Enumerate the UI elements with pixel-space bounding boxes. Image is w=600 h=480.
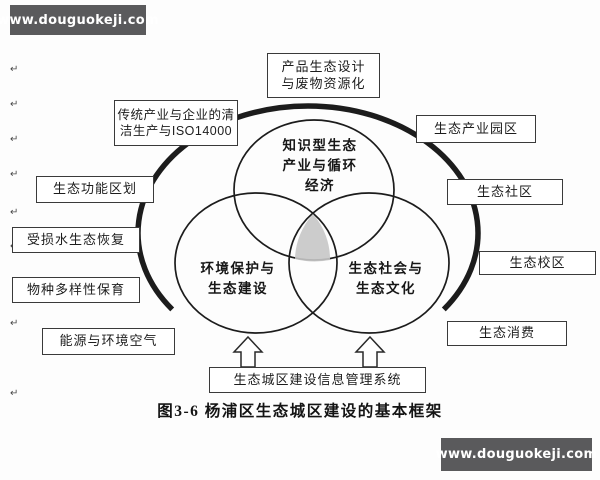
box-label: 生态社区 xyxy=(476,183,533,199)
label-eco-society-culture: 生态社会与 生态文化 xyxy=(326,259,446,299)
watermark-text: www.douguokeji.com xyxy=(435,447,598,462)
label-environment-protection: 环境保护与 生态建设 xyxy=(178,259,298,299)
label-knowledge-eco-industry: 知识型生态 产业与循环 经济 xyxy=(260,136,380,196)
venn-left-circle xyxy=(174,192,338,334)
venn-intersection-shade xyxy=(295,214,331,262)
box-label: 能源与环境空气 xyxy=(59,333,158,349)
box-label: 生态功能区划 xyxy=(52,181,137,197)
outer-cycle-arc xyxy=(135,103,481,312)
watermark-text: www.douguokeji.com xyxy=(0,12,159,28)
box-label: 受损水生态恢复 xyxy=(26,231,125,247)
return-mark-icon: ↵ xyxy=(10,134,19,145)
box-clean-production-iso14000: 传统产业与企业的清 洁生产与ISO14000 xyxy=(114,100,238,146)
box-eco-community: 生态社区 xyxy=(447,179,563,205)
box-label: 洁生产与ISO14000 xyxy=(119,124,233,138)
box-label: 生态城区建设信息管理系统 xyxy=(233,371,402,387)
figure-caption: 图3-6 杨浦区生态城区建设的基本框架 xyxy=(157,403,443,420)
watermark-bottom-right: www.douguokeji.com xyxy=(436,438,597,471)
box-label: 生态产业园区 xyxy=(433,120,518,136)
box-product-eco-design: 产品生态设计 与废物资源化 xyxy=(267,53,380,98)
label-line: 产业与循环 xyxy=(282,158,358,173)
box-eco-industry-park: 生态产业园区 xyxy=(416,115,536,143)
box-label: 与废物资源化 xyxy=(281,75,366,91)
label-line: 经济 xyxy=(305,178,335,193)
box-eco-function-zoning: 生态功能区划 xyxy=(36,176,154,203)
box-info-management-system: 生态城区建设信息管理系统 xyxy=(209,367,426,393)
venn-right-circle xyxy=(288,192,450,334)
box-damaged-water-restoration: 受损水生态恢复 xyxy=(12,227,140,253)
box-label: 产品生态设计 xyxy=(281,58,366,74)
watermark-top-left: www.douguokeji.com xyxy=(0,5,159,35)
box-eco-consumption: 生态消费 xyxy=(447,321,567,346)
return-mark-icon: ↵ xyxy=(10,207,19,218)
return-mark-icon: ↵ xyxy=(10,388,19,399)
return-mark-icon: ↵ xyxy=(10,99,19,110)
up-arrow-right-icon xyxy=(354,335,386,368)
return-mark-icon: ↵ xyxy=(10,318,19,329)
label-line: 知识型生态 xyxy=(282,138,358,153)
box-energy-air: 能源与环境空气 xyxy=(42,328,175,355)
box-label: 生态校区 xyxy=(509,254,566,270)
box-label: 物种多样性保育 xyxy=(26,281,125,297)
return-mark-icon: ↵ xyxy=(10,64,19,75)
label-line: 生态文化 xyxy=(356,281,416,296)
up-arrow-left-icon xyxy=(232,335,264,368)
label-line: 环境保护与 xyxy=(200,261,276,276)
box-species-diversity: 物种多样性保育 xyxy=(12,277,140,303)
box-label: 传统产业与企业的清 xyxy=(117,107,235,122)
box-eco-campus: 生态校区 xyxy=(479,251,596,275)
return-mark-icon: ↵ xyxy=(10,169,19,180)
box-label: 生态消费 xyxy=(478,325,535,341)
label-line: 生态建设 xyxy=(208,281,268,296)
label-line: 生态社会与 xyxy=(348,261,424,276)
